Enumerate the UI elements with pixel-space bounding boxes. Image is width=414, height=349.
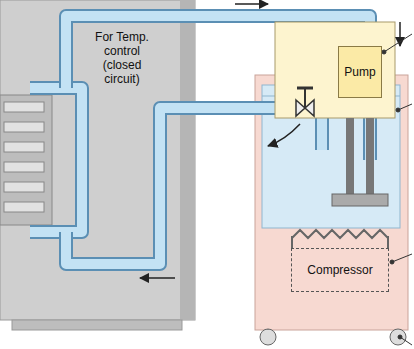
jacket-pipe [61, 40, 71, 88]
jacket-pipe [30, 88, 82, 232]
plate [4, 102, 44, 112]
impeller [332, 194, 388, 206]
return-pipe [66, 108, 305, 264]
valve [296, 88, 314, 116]
wheel [390, 329, 406, 345]
jacket-pipe [30, 88, 82, 232]
node-text: Pump [344, 65, 375, 79]
plate [4, 142, 44, 152]
pump-housing [275, 22, 395, 118]
compressor-box: Compressor [291, 248, 389, 292]
flow-arrow [140, 277, 175, 279]
plate [4, 162, 44, 172]
machine-side [180, 0, 195, 320]
wheel [260, 329, 276, 345]
pump-shaft [366, 118, 374, 195]
plate [4, 182, 44, 192]
plate [4, 202, 44, 212]
node-text: Compressor [307, 263, 372, 277]
pump-shaft [346, 118, 354, 195]
evaporator-coil [292, 230, 388, 238]
leader-lines [382, 34, 412, 345]
plates [4, 102, 44, 212]
heat-exchanger [0, 95, 52, 225]
circuit-label: For Temp. control (closed circuit) [89, 30, 155, 86]
flow-arrow [235, 3, 268, 5]
machine-base [12, 320, 182, 330]
pump-box: Pump [338, 46, 382, 98]
plate [4, 122, 44, 132]
flow-arrow [268, 124, 300, 146]
return-pipe [66, 108, 305, 264]
jacket-pipe [59, 40, 73, 88]
